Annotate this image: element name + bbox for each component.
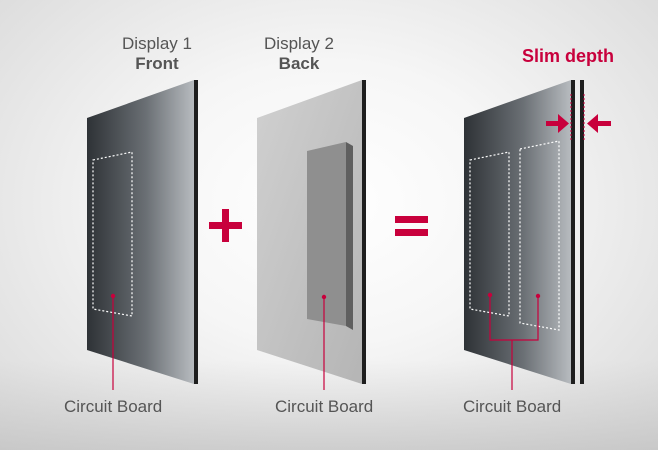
display-2-circuit-board [307, 142, 346, 326]
display-2-subtitle: Back [278, 54, 320, 73]
combined-edge-back [580, 80, 584, 384]
combined-edge-front [571, 80, 575, 384]
display-1-heading: Display 1 Front [92, 34, 222, 74]
slim-depth-label: Slim depth [522, 46, 615, 66]
equals-sign [395, 216, 428, 236]
combined-circuit-board-2 [519, 140, 560, 331]
slim-depth-arrow-left-shaft [546, 121, 560, 126]
display-2-caption: Circuit Board [275, 397, 374, 416]
display-2-heading: Display 2 Back [234, 34, 364, 74]
display-2-board-side [346, 142, 353, 330]
display-2-edge [362, 80, 366, 384]
display-1-title: Display 1 [122, 34, 192, 53]
plus-sign [209, 209, 242, 242]
display-2-title: Display 2 [264, 34, 334, 53]
slim-depth-arrow-left-head [558, 114, 569, 133]
slim-depth-indicator [546, 94, 611, 140]
display-1-caption: Circuit Board [64, 397, 163, 416]
slim-depth-arrow-right-shaft [597, 121, 611, 126]
combined-circuit-board-1 [469, 151, 510, 317]
combined-display [464, 80, 584, 390]
combined-bracket-line [489, 295, 539, 341]
display-1-subtitle: Front [135, 54, 179, 73]
display-2-back [257, 80, 366, 390]
display-1-circuit-board [92, 151, 133, 317]
display-1-front [87, 80, 198, 390]
combined-caption: Circuit Board [463, 397, 562, 416]
display-1-edge [194, 80, 198, 384]
slim-depth-arrow-right-head [587, 114, 598, 133]
